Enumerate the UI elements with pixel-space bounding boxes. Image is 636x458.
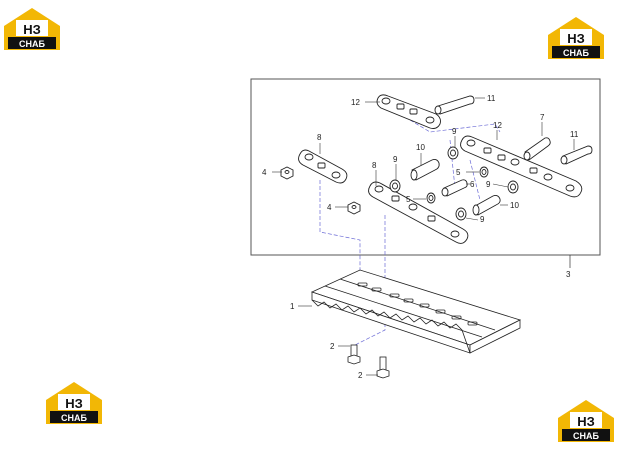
nut-4-upper bbox=[280, 166, 294, 180]
callout-9-a: 9 bbox=[393, 155, 398, 164]
bolt-2-left bbox=[347, 344, 361, 365]
logo-mark: НЗ bbox=[23, 22, 41, 37]
logo-word: СНАБ bbox=[563, 48, 589, 58]
seal-9-d bbox=[455, 207, 467, 221]
logo-word: СНАБ bbox=[61, 413, 87, 423]
callout-4-lower: 4 bbox=[327, 203, 332, 212]
logo-mark: НЗ bbox=[65, 396, 83, 411]
logo-word: СНАБ bbox=[573, 431, 599, 441]
callout-10-upper: 10 bbox=[416, 143, 425, 152]
nut-4-lower bbox=[347, 201, 361, 215]
callout-9-d: 9 bbox=[480, 215, 485, 224]
logo-mark: НЗ bbox=[577, 414, 595, 429]
seal-5-b bbox=[426, 192, 436, 204]
callout-4-upper: 4 bbox=[262, 168, 267, 177]
callout-12-top: 12 bbox=[351, 98, 360, 107]
callout-2-upper: 2 bbox=[330, 342, 335, 351]
assembly-frame bbox=[250, 78, 601, 256]
logo-mark: НЗ bbox=[567, 31, 585, 46]
pin-7 bbox=[523, 137, 551, 161]
link-8-middle bbox=[368, 181, 469, 244]
bushing-6 bbox=[441, 179, 468, 197]
callout-10-lower: 10 bbox=[510, 201, 519, 210]
logo-word: СНАБ bbox=[19, 39, 45, 49]
pin-11-right bbox=[560, 145, 593, 165]
callout-5-a: 5 bbox=[456, 168, 461, 177]
callout-12-right: 12 bbox=[493, 121, 502, 130]
callout-8-middle: 8 bbox=[372, 161, 377, 170]
callout-9-b: 9 bbox=[452, 127, 457, 136]
bushing-10-upper bbox=[410, 158, 440, 181]
callout-2-lower: 2 bbox=[358, 371, 363, 380]
seal-9-c bbox=[507, 180, 519, 194]
seal-9-b bbox=[389, 179, 401, 193]
callout-11-right: 11 bbox=[570, 130, 579, 139]
callout-1: 1 bbox=[290, 302, 295, 311]
callout-7: 7 bbox=[540, 113, 545, 122]
callout-9-c: 9 bbox=[486, 180, 491, 189]
bolt-2-right bbox=[376, 356, 390, 379]
seal-9-a bbox=[447, 146, 459, 160]
seal-5-a bbox=[479, 166, 489, 178]
callout-5-b: 5 bbox=[406, 195, 411, 204]
leader-lines bbox=[272, 97, 575, 376]
logo-bottom-right: НЗ СНАБ bbox=[558, 400, 614, 442]
pin-11-top bbox=[434, 95, 475, 115]
logo-top-left: НЗ СНАБ bbox=[4, 8, 60, 50]
bushing-10-lower bbox=[472, 194, 501, 216]
track-shoes bbox=[310, 269, 522, 354]
logo-top-right: НЗ СНАБ bbox=[548, 17, 604, 59]
callout-6: 6 bbox=[470, 180, 475, 189]
callout-8-left: 8 bbox=[317, 133, 322, 142]
callouts: 12 11 8 4 8 9 10 9 12 7 11 5 6 9 4 5 10 … bbox=[262, 94, 579, 380]
logo-bottom-left: НЗ СНАБ bbox=[46, 382, 102, 424]
callout-3: 3 bbox=[566, 270, 571, 279]
link-12-right bbox=[460, 135, 583, 198]
link-8-left bbox=[298, 149, 348, 184]
link-12-top bbox=[376, 94, 441, 129]
callout-11-top: 11 bbox=[487, 94, 496, 103]
